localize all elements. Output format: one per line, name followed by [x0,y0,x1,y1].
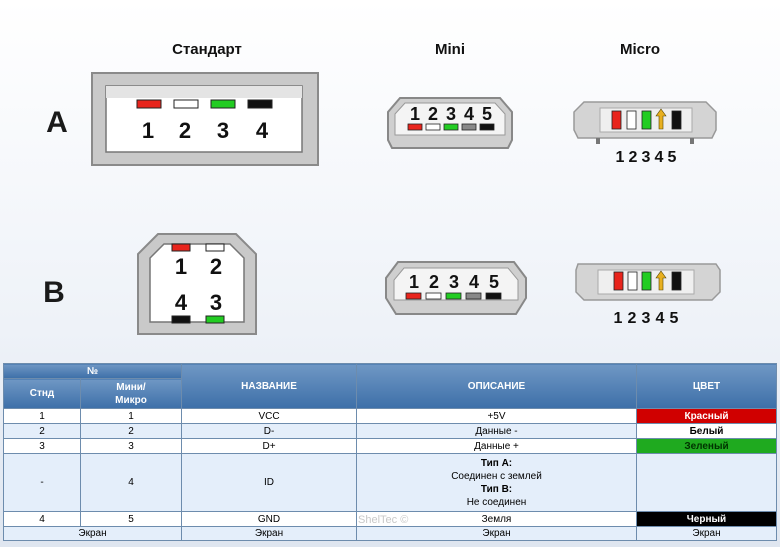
pin-number: 5 [482,104,492,124]
pin-number: 1 [410,104,420,124]
cell-desc-line: Соединен с землей [451,470,542,482]
cell-desc: +5V [356,408,637,424]
connector-mini-a: 1 2 3 4 5 [387,97,513,149]
row-label-b: B [43,276,65,309]
pin-number: 3 [449,272,459,292]
cell-std: 2 [3,423,81,439]
cell-std: 3 [3,438,81,454]
pin-number: 2 [429,272,439,292]
watermark: ShelTec © [358,514,409,526]
pin-number: 4 [655,149,664,166]
pin-number: 3 [642,310,651,327]
pin-number: 2 [179,118,191,143]
pin-number: 2 [428,104,438,124]
cell-color: Экран [636,526,777,541]
table-row: 3 3 D+ Данные + Зеленый [3,438,777,454]
cell-color: Белый [636,423,777,439]
pin-number: 4 [469,272,479,292]
row-label-a: A [46,106,68,139]
pin-number: 5 [489,272,499,292]
col-header-color: ЦВЕТ [636,363,777,409]
connector-standard-b: 1 2 4 3 [137,233,257,335]
cell-name: GND [181,511,357,527]
cell-name: Экран [181,526,357,541]
col-header-name: НАЗВАНИЕ [181,363,357,409]
cell-name: ID [181,453,357,512]
pin-number: 1 [409,272,419,292]
col-header-no: № [3,363,182,379]
pin-number: 1 [142,118,154,143]
cell-mini: 5 [80,511,182,527]
pin-number: 1 [175,254,187,279]
cell-mini: 1 [80,408,182,424]
cell-desc-multiline: Тип A: Соединен с землей Тип B: Не соеди… [356,453,637,512]
connector-micro-b: 1 2 3 4 5 [575,263,721,327]
pinout-table: № НАЗВАНИЕ ОПИСАНИЕ ЦВЕТ Стнд Мини/ Микр… [3,363,777,541]
cell-color: Зеленый [636,438,777,454]
cell-std: - [3,453,81,512]
cell-color [636,453,777,512]
cell-std: 4 [3,511,81,527]
pin-number: 2 [629,149,638,166]
pin-red-contact [136,99,162,109]
pin-white-contact [173,99,199,109]
table-row: 1 1 VCC +5V Красный [3,408,777,424]
table-row: - 4 ID Тип A: Соединен с землей Тип B: Н… [3,453,777,512]
pin-number: 2 [628,310,637,327]
cell-color: Черный [636,511,777,527]
header-mini: Mini [435,41,465,58]
cell-desc-line: Тип A: [480,457,513,469]
col-header-mini-micro: Мини/ Микро [80,378,182,409]
cell-mini: 4 [80,453,182,512]
cell-desc: Данные + [356,438,637,454]
cell-name: VCC [181,408,357,424]
cell-std-mini: Экран [3,526,182,541]
pin-number: 5 [668,149,677,166]
connector-micro-a: 1 2 3 4 5 [573,101,717,166]
pin-black-contact [247,99,273,109]
cell-mini: 3 [80,438,182,454]
pin-number: 2 [210,254,222,279]
pin-number: 3 [642,149,651,166]
table-row: 2 2 D- Данные - Белый [3,423,777,439]
usb-connectors-diagram: Стандарт Mini Micro A B 1 2 3 4 1 2 3 4 … [43,41,721,335]
cell-mini: 2 [80,423,182,439]
cell-name: D+ [181,438,357,454]
cell-color: Красный [636,408,777,424]
cell-desc: Данные - [356,423,637,439]
header-micro: Micro [620,41,660,58]
pin-number: 1 [614,310,623,327]
pin-number: 3 [217,118,229,143]
connector-mini-b: 1 2 3 4 5 [385,261,527,315]
pin-number: 3 [446,104,456,124]
pin-number: 4 [464,104,474,124]
pin-number: 3 [210,290,222,315]
cell-name: D- [181,423,357,439]
cell-desc: Экран [356,526,637,541]
pin-green-contact [210,99,236,109]
cell-desc-line: Не соединен [466,496,527,508]
table-row: Экран Экран Экран Экран [3,526,777,541]
header-standard: Стандарт [172,41,242,58]
cell-desc-line: Тип B: [480,483,513,495]
pin-number: 4 [256,118,269,143]
pin-number: 4 [656,310,665,327]
cell-std: 1 [3,408,81,424]
col-header-std: Стнд [3,378,81,409]
col-header-desc: ОПИСАНИЕ [356,363,637,409]
pin-number: 4 [175,290,188,315]
pin-number: 5 [670,310,679,327]
pin-number: 1 [616,149,625,166]
connector-standard-a: 1 2 3 4 [91,72,319,166]
